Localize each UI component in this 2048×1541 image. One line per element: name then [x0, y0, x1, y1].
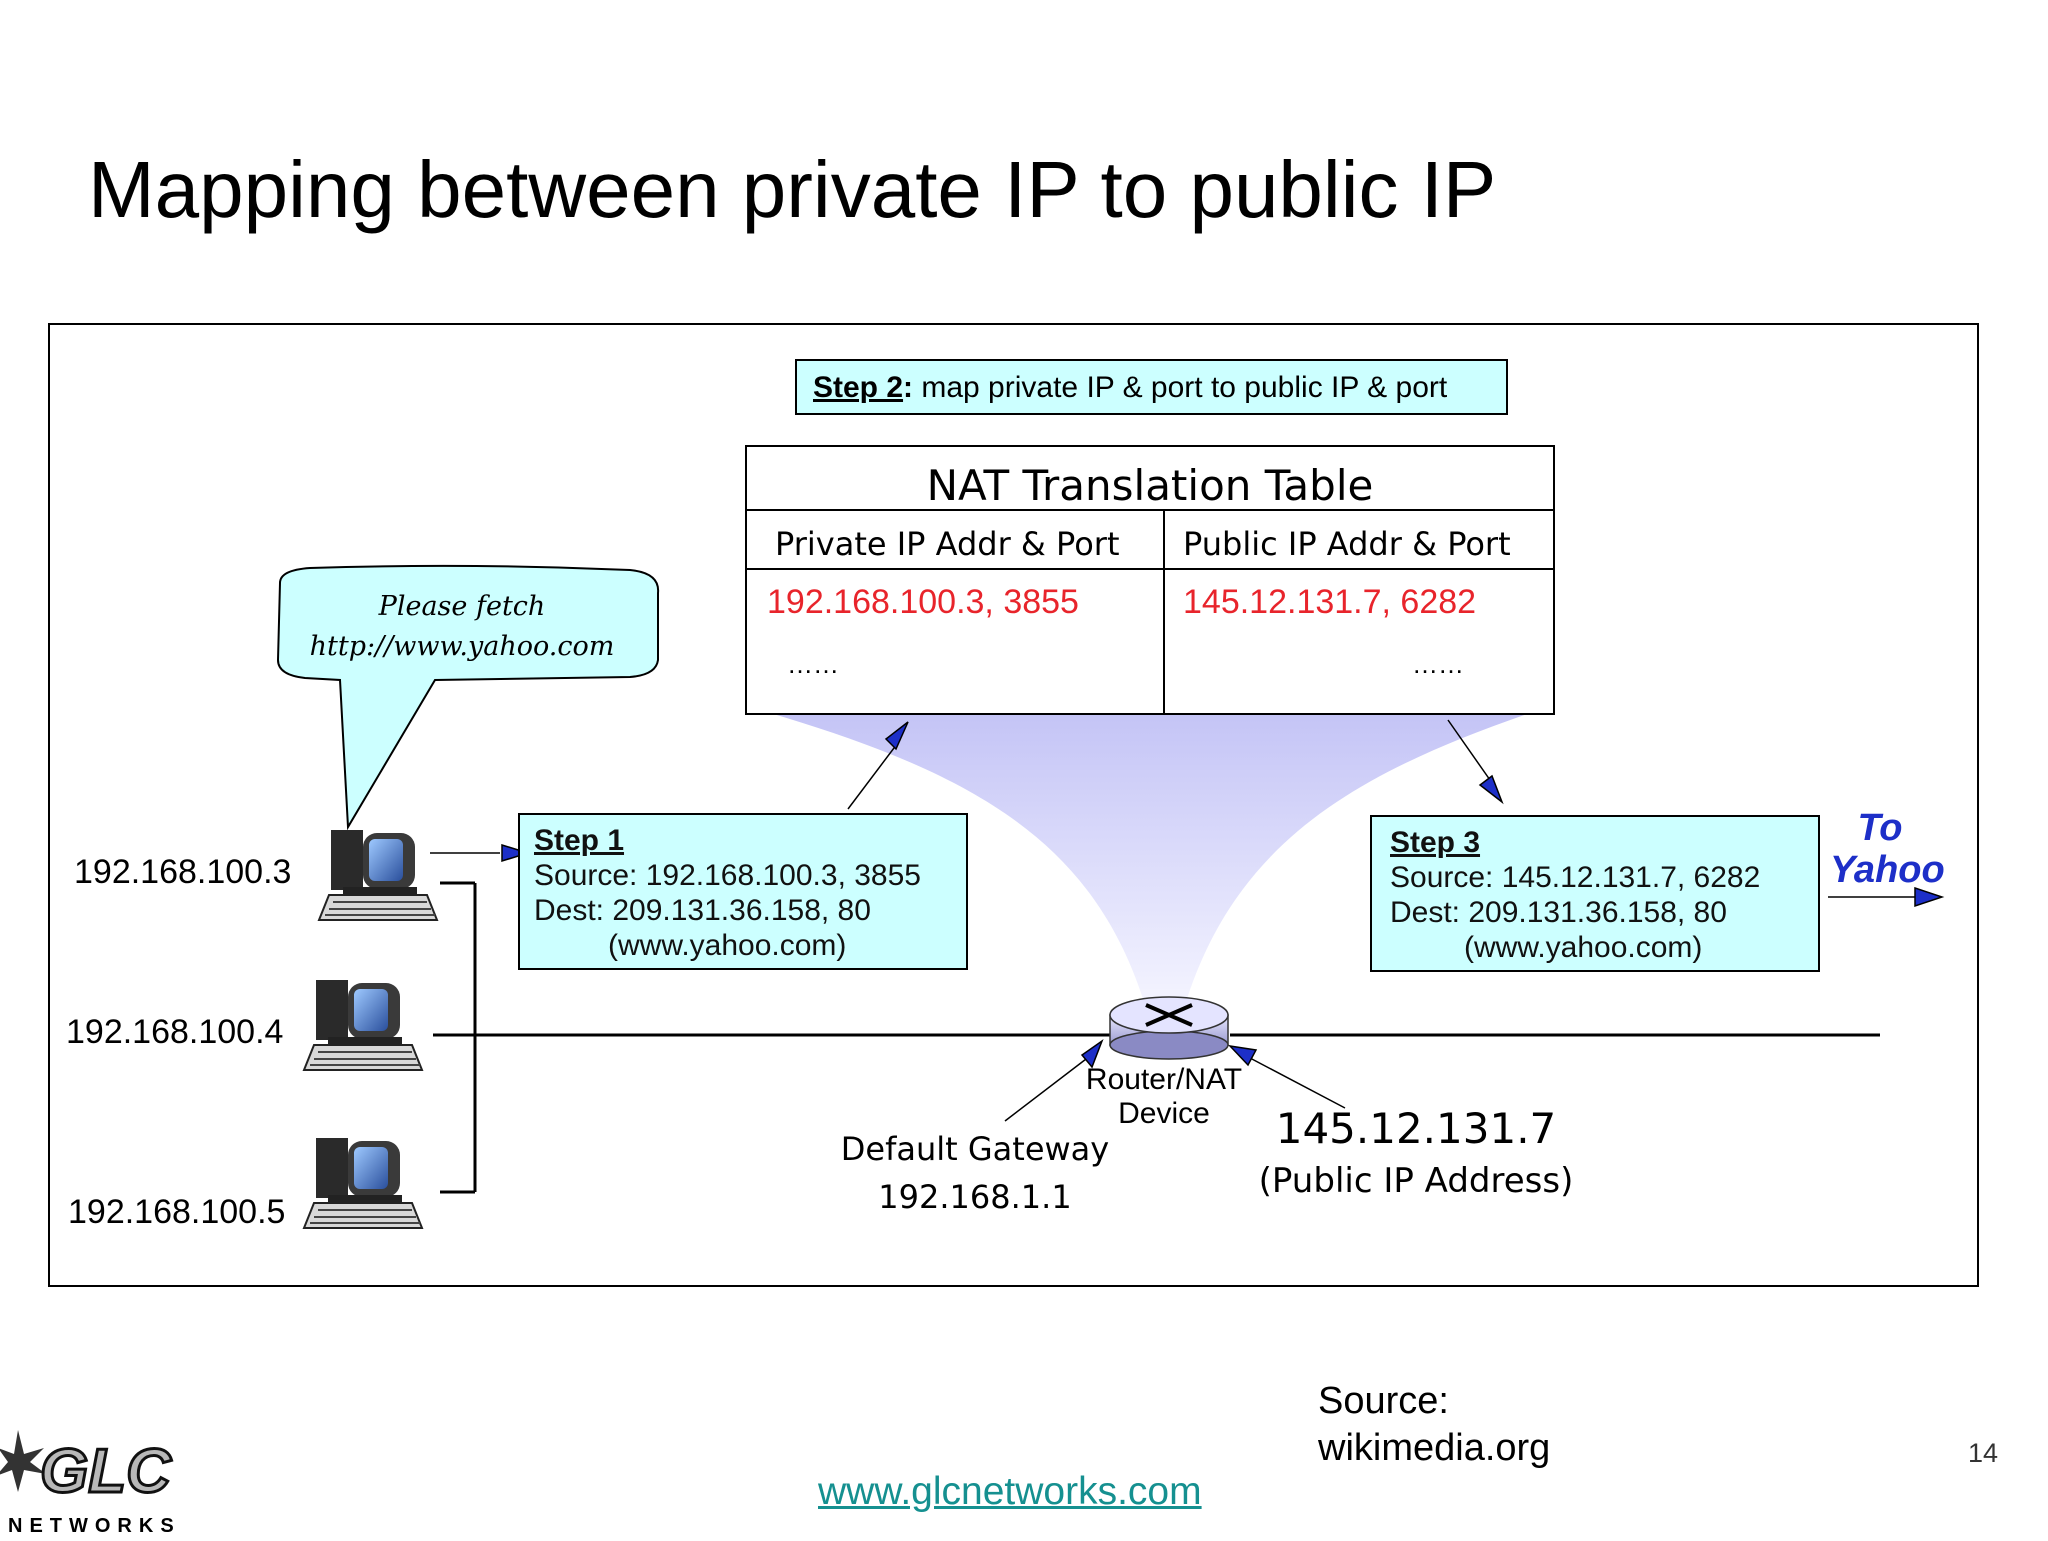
- nat-cell-private: 192.168.100.3, 3855: [767, 583, 1079, 621]
- translation-glow: [770, 713, 1530, 1005]
- router-line1: Router/NAT: [1085, 1063, 1243, 1096]
- nat-table-title: NAT Translation Table: [926, 461, 1374, 510]
- nat-diagram: Step 2: map private IP & port to public …: [48, 323, 1979, 1287]
- bubble-line1: Please fetch: [378, 591, 546, 622]
- page-title: Mapping between private IP to public IP: [88, 145, 1497, 234]
- router-label: Router/NAT Device: [1074, 1063, 1254, 1131]
- logo-subtext: NETWORKS: [8, 1515, 181, 1536]
- to-yahoo-line2: Yahoo: [1830, 849, 1945, 891]
- nat-header-public: Public IP Addr & Port: [1183, 525, 1511, 563]
- step3-dest: Dest: 209.131.36.158, 80: [1390, 896, 1727, 929]
- host-ip-1: 192.168.100.3: [74, 853, 292, 891]
- speech-bubble: [276, 564, 660, 831]
- step3-box: Step 3 Source: 145.12.131.7, 6282 Dest: …: [1370, 815, 1820, 972]
- step1-host: (www.yahoo.com): [608, 929, 847, 962]
- computer-icon: [317, 830, 439, 921]
- host-ip-2: 192.168.100.4: [66, 1013, 284, 1051]
- lan-wiring: [433, 881, 1880, 1194]
- bubble-text: Please fetch http://www.yahoo.com: [272, 587, 652, 667]
- nat-cell-ellipsis-public: ……: [1412, 649, 1464, 679]
- step2-colon: :: [903, 371, 914, 404]
- step3-label: Step 3: [1390, 826, 1481, 859]
- public-ip-caption: (Public IP Address): [1258, 1161, 1574, 1201]
- gateway-line2: 192.168.1.1: [878, 1178, 1072, 1216]
- step3-host: (www.yahoo.com): [1464, 931, 1703, 964]
- step2-box: Step 2: map private IP & port to public …: [795, 359, 1508, 415]
- step1-dest: Dest: 209.131.36.158, 80: [534, 894, 871, 927]
- nat-header-private: Private IP Addr & Port: [775, 525, 1120, 563]
- logo-text: GLC: [40, 1437, 172, 1506]
- step2-text: map private IP & port to public IP & por…: [913, 371, 1448, 404]
- public-ip-label: 145.12.131.7 (Public IP Address): [1236, 1103, 1596, 1207]
- flow-arrows: [430, 719, 1945, 1122]
- source-credit: Source: wikimedia.org: [1318, 1378, 1550, 1472]
- public-ip: 145.12.131.7: [1275, 1104, 1557, 1153]
- step3-source: Source: 145.12.131.7, 6282: [1390, 861, 1761, 894]
- to-yahoo-line1: To: [1857, 807, 1903, 849]
- company-logo: GLC NETWORKS: [0, 1422, 200, 1537]
- router-icon: [1109, 996, 1229, 1060]
- bubble-line2: http://www.yahoo.com: [309, 631, 615, 662]
- step1-box: Step 1 Source: 192.168.100.3, 3855 Dest:…: [518, 813, 968, 970]
- nat-cell-ellipsis-private: ……: [787, 649, 839, 679]
- router-line2: Device: [1118, 1097, 1210, 1130]
- nat-cell-public: 145.12.131.7, 6282: [1183, 583, 1477, 621]
- source-value: wikimedia.org: [1318, 1427, 1551, 1469]
- logo-graphic: GLC NETWORKS: [0, 1430, 181, 1537]
- source-label: Source:: [1318, 1380, 1449, 1422]
- page-number: 14: [1968, 1438, 1999, 1468]
- computer-icon: [302, 980, 424, 1071]
- step1-source: Source: 192.168.100.3, 3855: [534, 859, 921, 892]
- host-ip-3: 192.168.100.5: [68, 1193, 286, 1231]
- diagram-graphics: [276, 564, 1945, 1229]
- website-link[interactable]: www.glcnetworks.com: [818, 1470, 1202, 1513]
- step2-label: Step 2: [813, 371, 904, 404]
- computer-icon: [302, 1138, 424, 1229]
- nat-translation-table: NAT Translation Table Private IP Addr & …: [745, 445, 1555, 715]
- to-yahoo-label: To Yahoo: [1830, 807, 1945, 891]
- step1-label: Step 1: [534, 824, 625, 857]
- gateway-line1: Default Gateway: [840, 1130, 1110, 1168]
- gateway-label: Default Gateway 192.168.1.1: [825, 1125, 1125, 1221]
